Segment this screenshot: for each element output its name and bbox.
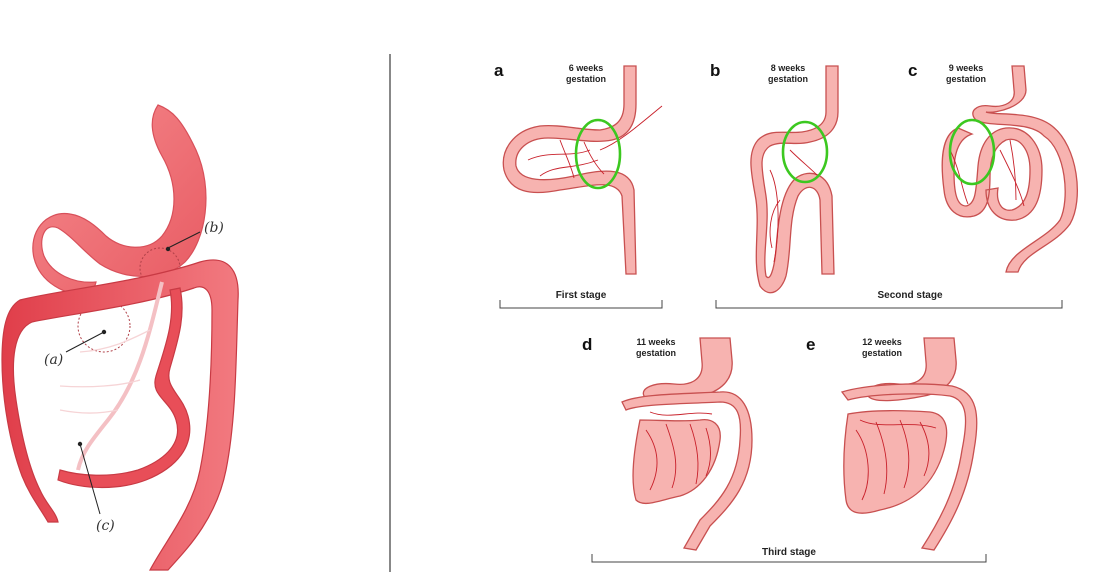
panel-b-tube — [750, 65, 839, 294]
panel-a-letter: a — [494, 61, 504, 80]
dot-c — [77, 441, 83, 447]
dot-b — [165, 246, 171, 252]
panel-d-gestation-weeks: 11 weeks — [636, 337, 675, 347]
first-stage-bracket — [499, 300, 663, 309]
marker-a-label: (a) — [44, 352, 63, 368]
panel-e-vessels — [855, 419, 937, 501]
small-intestine-loop — [57, 287, 191, 489]
panel-c-gestation-word: gestation — [946, 74, 986, 84]
pointer-c — [79, 443, 101, 515]
panel-a: a 6 weeks gestation — [494, 61, 663, 275]
left-gut-illustration: (b) (a) (c) — [1, 104, 239, 571]
third-stage-label: Third stage — [762, 547, 816, 558]
colon-frame — [1, 259, 239, 571]
panel-e: e 12 weeks gestation — [806, 335, 978, 551]
panel-a-tube — [502, 65, 637, 275]
panel-c-letter: c — [908, 61, 917, 80]
panel-b-gestation-word: gestation — [768, 74, 808, 84]
panel-c-tube — [972, 65, 1078, 273]
third-stage-bracket — [591, 554, 987, 563]
panel-d-gestation-word: gestation — [636, 348, 676, 358]
marker-b-label: (b) — [204, 220, 224, 236]
panel-a-vessels — [527, 105, 663, 179]
panel-b-gestation-weeks: 8 weeks — [771, 63, 806, 73]
panel-c: c 9 weeks gestation — [908, 61, 1078, 273]
mesentery-branches — [59, 329, 151, 414]
panel-d-loops — [621, 391, 753, 551]
panel-e-letter: e — [806, 335, 815, 354]
mesenteric-vessel — [76, 281, 164, 471]
panel-a-highlight-ring — [574, 118, 622, 190]
panel-b-letter: b — [710, 61, 720, 80]
panel-a-gestation-word: gestation — [566, 74, 606, 84]
pointer-a — [65, 331, 105, 353]
second-stage-bracket — [715, 300, 1063, 309]
second-stage-label: Second stage — [877, 290, 942, 301]
panel-c-gestation-weeks: 9 weeks — [949, 63, 984, 73]
panel-a-gestation-weeks: 6 weeks — [569, 63, 604, 73]
marker-c-label: (c) — [96, 518, 115, 534]
panel-e-gestation-weeks: 12 weeks — [862, 337, 902, 347]
panel-b-highlight-ring — [781, 120, 829, 184]
pointer-b — [167, 231, 201, 249]
panel-d-letter: d — [582, 335, 592, 354]
panel-e-frame — [840, 383, 978, 551]
panel-d: d 11 weeks gestation — [582, 335, 753, 551]
panel-e-gestation-word: gestation — [862, 348, 902, 358]
panel-c-highlight-ring — [948, 118, 996, 186]
first-stage-label: First stage — [556, 290, 607, 301]
panel-b: b 8 weeks gestation — [710, 61, 839, 294]
panel-b-vessels — [769, 149, 819, 263]
right-rotation-panels: a 6 weeks gestation b 8 weeks gestation … — [494, 61, 1078, 563]
panel-d-vessels — [645, 411, 713, 491]
dot-a — [101, 329, 107, 335]
